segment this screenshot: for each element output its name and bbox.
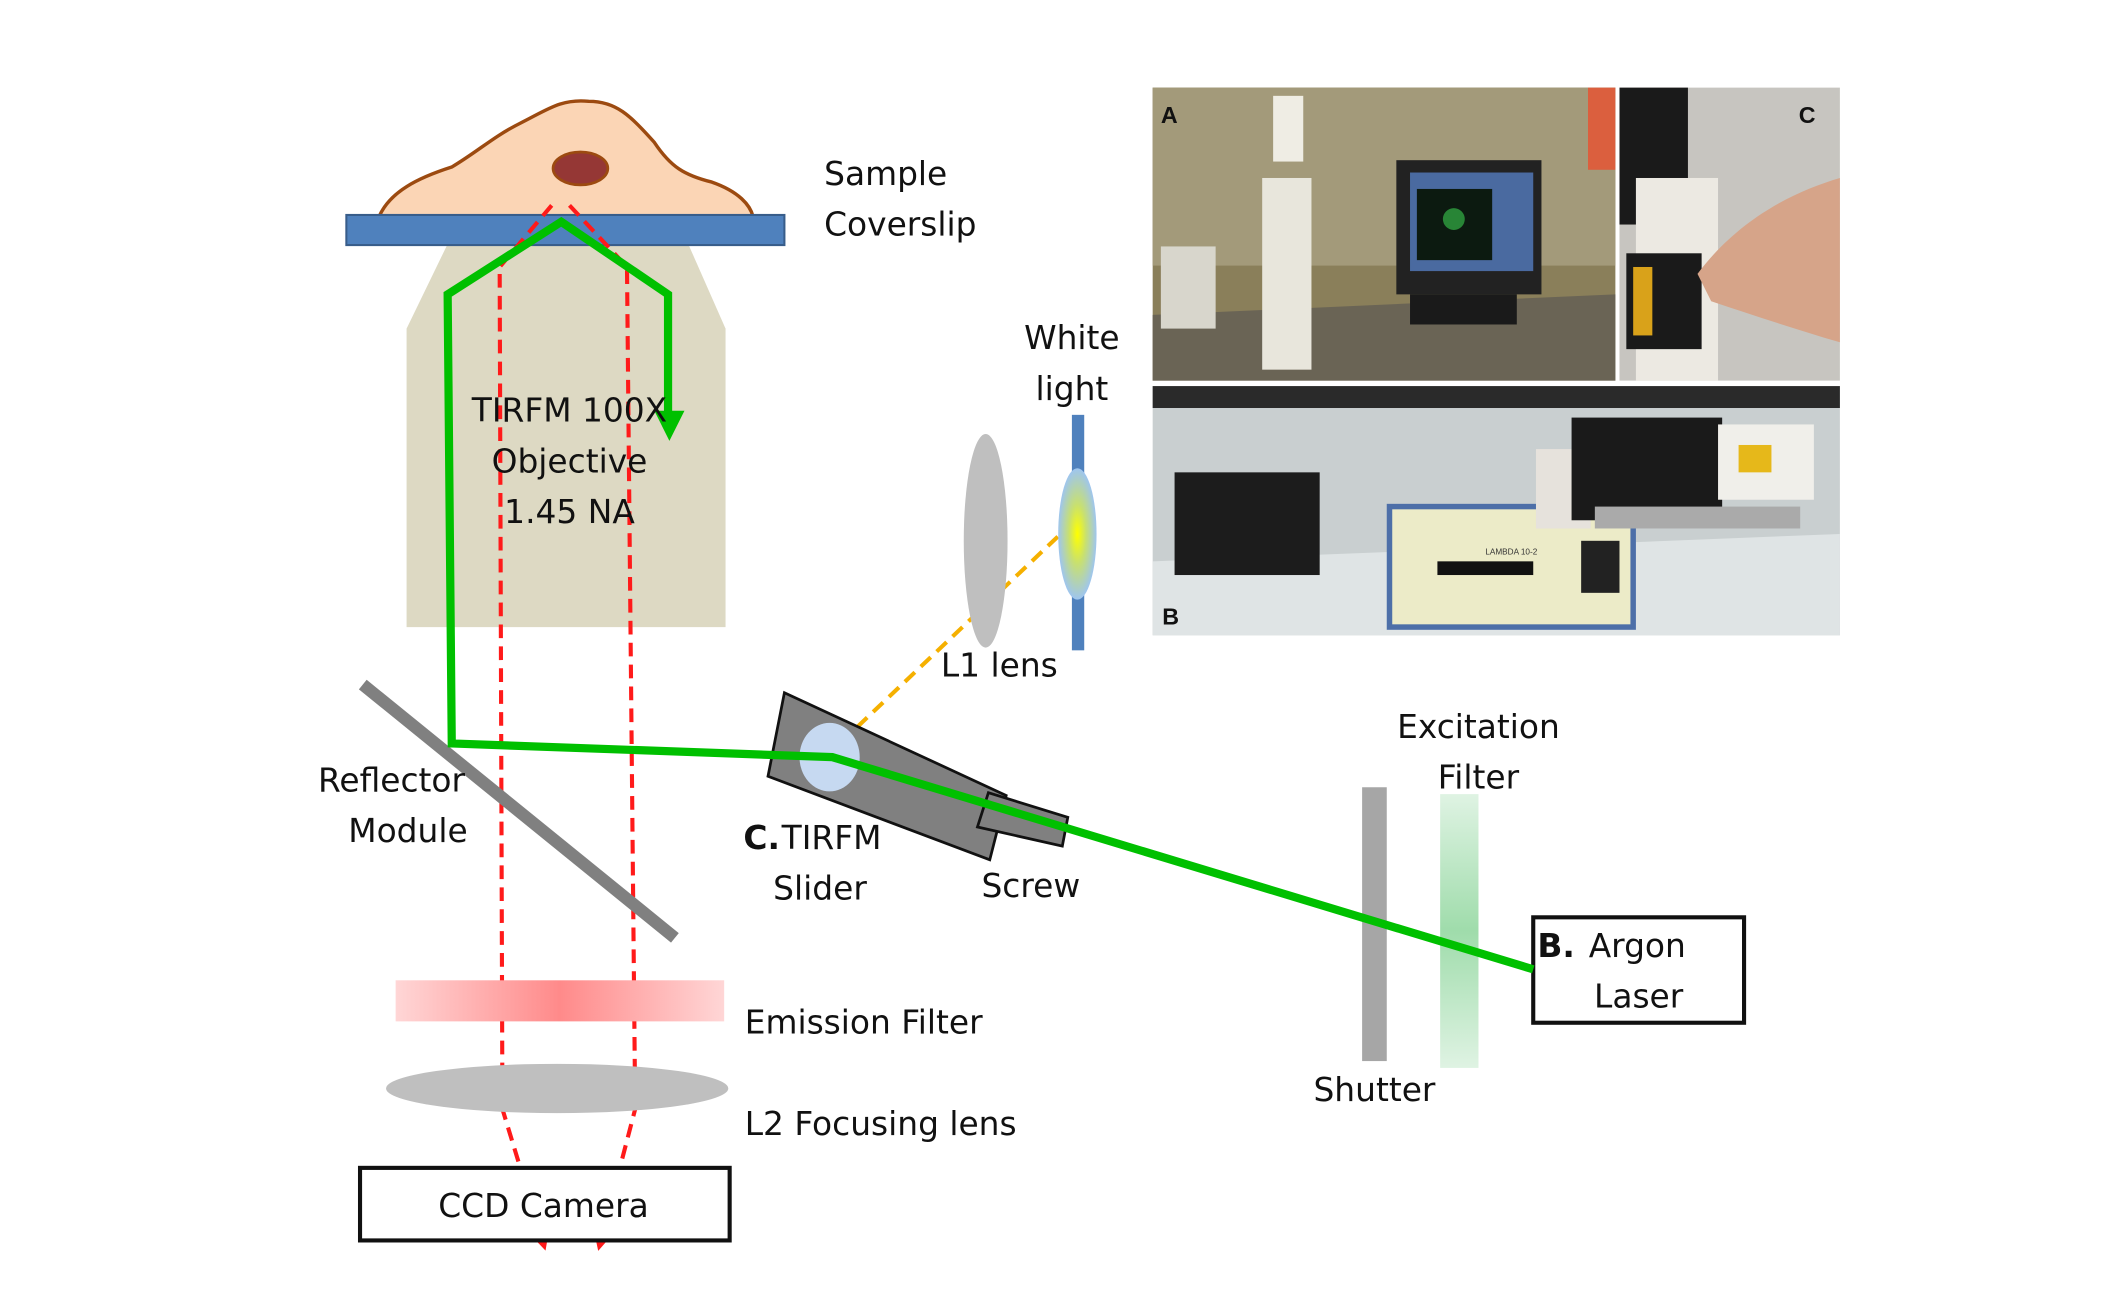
label-slider-2: Slider [773, 870, 867, 908]
white-light-path [824, 525, 1070, 759]
label-excitation-2: Filter [1438, 759, 1520, 797]
label-laser-2: Laser [1594, 978, 1684, 1016]
laser-arrowhead [654, 410, 685, 441]
label-slider-1: TIRFM [781, 819, 882, 857]
nucleus [551, 150, 610, 187]
photo-b-power-supply [1174, 472, 1320, 576]
emission-filter [395, 980, 725, 1022]
photo-b-label: B [1162, 603, 1179, 629]
label-l2-lens: L2 Focusing lens [745, 1105, 1017, 1143]
photo-a: A [1152, 87, 1616, 381]
label-objective-3: 1.45 NA [504, 493, 635, 531]
photo-c-label: C [1799, 102, 1816, 128]
objective-lens [406, 235, 726, 628]
label-screw: Screw [981, 867, 1080, 905]
label-white-light-1: White [1024, 319, 1120, 357]
excitation-filter [1440, 794, 1479, 1068]
label-excitation-1: Excitation [1397, 708, 1560, 746]
label-objective-2: Objective [492, 442, 648, 480]
ccd-camera-box [357, 1165, 732, 1243]
label-objective-1: TIRFM 100X [471, 392, 667, 430]
label-reflector-1: Reflector [318, 761, 465, 799]
label-emission-filter: Emission Filter [745, 1004, 983, 1042]
reflector-module [358, 679, 679, 943]
photo-b-device-label: LAMBDA 10-2 [1485, 547, 1537, 556]
label-slider-prefix: C. [743, 819, 780, 857]
argon-laser-box [1531, 915, 1747, 1025]
photo-b: LAMBDA 10-2 B [1152, 386, 1840, 636]
label-reflector-2: Module [348, 812, 467, 850]
label-white-light-2: light [1036, 370, 1109, 408]
white-light-source [1058, 468, 1097, 600]
label-ccd-camera: CCD Camera [438, 1187, 648, 1225]
label-laser-prefix: B. [1537, 927, 1575, 965]
l2-focusing-lens [386, 1063, 729, 1114]
label-coverslip: Coverslip [824, 205, 976, 243]
label-laser-1: Argon [1589, 927, 1686, 965]
label-l1-lens: L1 lens [941, 646, 1058, 684]
photo-c: C [1619, 87, 1840, 381]
l1-lens [963, 434, 1008, 648]
coverslip [345, 213, 786, 247]
photo-a-label: A [1161, 102, 1178, 128]
label-shutter: Shutter [1313, 1071, 1435, 1109]
laser-beam [443, 216, 1535, 974]
label-sample: Sample [824, 155, 947, 193]
photo-a-microscope [1262, 177, 1312, 370]
